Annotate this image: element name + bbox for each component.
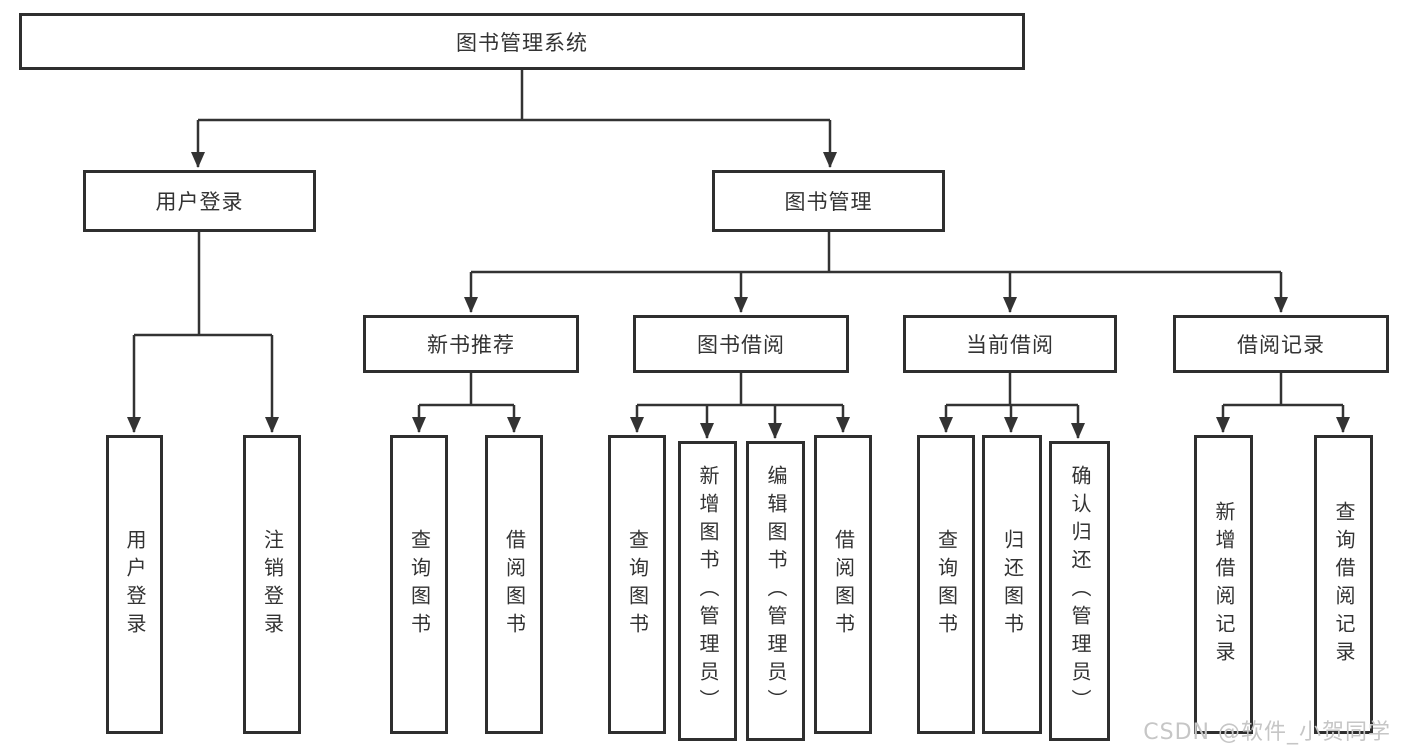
leaf-borrow-query-books: 查询图书 [608, 435, 666, 734]
node-borrow-record: 借阅记录 [1173, 315, 1389, 373]
leaf-borrow-add-books-admin: 新增图书（管理员） [678, 441, 737, 741]
node-current-borrow: 当前借阅 [903, 315, 1117, 373]
node-new-book-rec: 新书推荐 [363, 315, 579, 373]
leaf-record-add: 新增借阅记录 [1194, 435, 1253, 734]
node-current-borrow-label: 当前借阅 [966, 333, 1054, 357]
leaf-record-query: 查询借阅记录 [1314, 435, 1373, 734]
leaf-borrow-edit-books-admin: 编辑图书（管理员） [746, 441, 805, 741]
leaf-borrow-borrow-books: 借阅图书 [814, 435, 872, 734]
csdn-watermark: CSDN @软件_小贺同学 [1143, 720, 1391, 745]
node-user-login: 用户登录 [83, 170, 316, 232]
leaf-current-return-books: 归还图书 [982, 435, 1042, 734]
leaf-current-query-books: 查询图书 [917, 435, 975, 734]
node-user-login-label: 用户登录 [155, 190, 244, 214]
node-root: 图书管理系统 [19, 13, 1025, 70]
node-root-label: 图书管理系统 [456, 30, 588, 55]
node-book-mgmt-label: 图书管理 [784, 190, 873, 214]
node-book-borrow-label: 图书借阅 [697, 333, 785, 357]
node-borrow-record-label: 借阅记录 [1237, 333, 1325, 357]
node-new-book-rec-label: 新书推荐 [427, 333, 515, 357]
leaf-current-confirm-return-admin: 确认归还（管理员） [1049, 441, 1110, 741]
leaf-rec-borrow-books: 借阅图书 [485, 435, 543, 734]
leaf-logout: 注销登录 [243, 435, 301, 734]
leaf-rec-query-books: 查询图书 [390, 435, 448, 734]
node-book-mgmt: 图书管理 [712, 170, 945, 232]
node-book-borrow: 图书借阅 [633, 315, 849, 373]
leaf-user-login: 用户登录 [106, 435, 163, 734]
